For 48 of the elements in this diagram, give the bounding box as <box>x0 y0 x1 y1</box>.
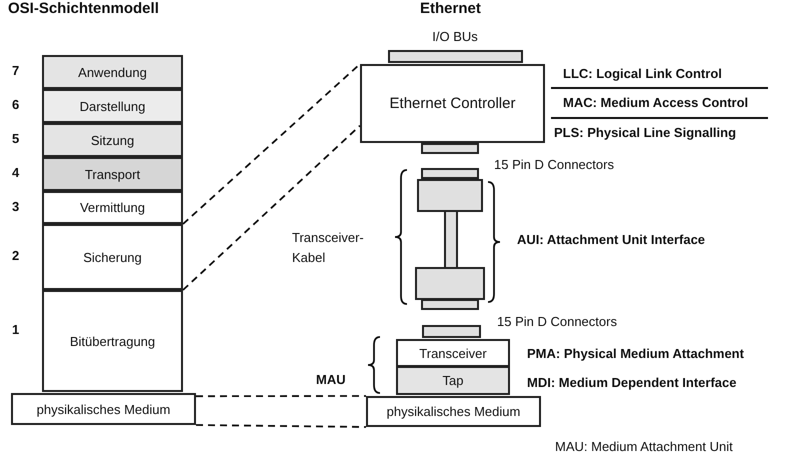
annotation-text: AUI: Attachment Unit Interface <box>517 233 706 248</box>
layer-number: 3 <box>12 200 20 215</box>
annotation-text: MAC: Medium Access Control <box>563 96 748 111</box>
annotation-text: MAU: Medium Attachment Unit <box>555 440 733 455</box>
box-label: Darstellung <box>80 98 146 114</box>
section-heading: OSI-Schichtenmodell <box>8 0 159 18</box>
layer-number: 2 <box>12 249 20 264</box>
annotation-text: 15 Pin D Connectors <box>497 315 617 330</box>
layer-box <box>42 55 183 89</box>
box-label: Ethernet Controller <box>390 95 516 112</box>
layer-number: 4 <box>12 166 20 181</box>
component-box <box>366 396 541 427</box>
box-label: physikalisches Medium <box>36 402 170 416</box>
layer-box <box>42 157 183 191</box>
section-heading: Ethernet <box>420 0 481 18</box>
layer-number: 5 <box>12 132 20 147</box>
layer-box <box>42 123 183 157</box>
dashed-connector <box>182 124 361 291</box>
annotation-text: PMA: Physical Medium Attachment <box>527 347 744 362</box>
layer-box <box>42 290 183 392</box>
annotation-text: LLC: Logical Link Control <box>563 67 722 82</box>
layer-number: 6 <box>12 98 20 113</box>
box-label: physikalisches Medium <box>386 404 520 419</box>
dashed-connector <box>196 424 366 428</box>
component-box <box>11 393 196 425</box>
box-label: Transport <box>84 166 140 182</box>
annotation-text: MAU <box>316 373 346 388</box>
component-box <box>396 339 510 367</box>
box-label: Vermittlung <box>80 200 146 215</box>
annotation-text: Transceiver- Kabel <box>292 229 362 267</box>
box-label: Anwendung <box>78 64 147 80</box>
dashed-connector <box>196 395 366 398</box>
layer-number: 1 <box>12 323 20 338</box>
annotation-text: PLS: Physical Line Signalling <box>554 126 736 141</box>
annotation-text: 15 Pin D Connectors <box>494 158 614 173</box>
layer-box <box>42 89 183 123</box>
box-label: Transceiver <box>419 346 487 360</box>
component-box <box>360 64 545 143</box>
annotation-text: MDI: Medium Dependent Interface <box>527 376 736 391</box>
layer-number: 7 <box>12 64 20 79</box>
box-label: Sitzung <box>90 132 134 148</box>
layer-box <box>42 224 183 290</box>
component-box <box>396 366 510 395</box>
box-label: Sicherung <box>83 250 142 264</box>
layer-box <box>42 191 183 224</box>
box-label: Tap <box>442 373 464 388</box>
box-label: Bitübertragung <box>70 334 156 348</box>
annotation-text: I/O BUs <box>432 30 478 45</box>
